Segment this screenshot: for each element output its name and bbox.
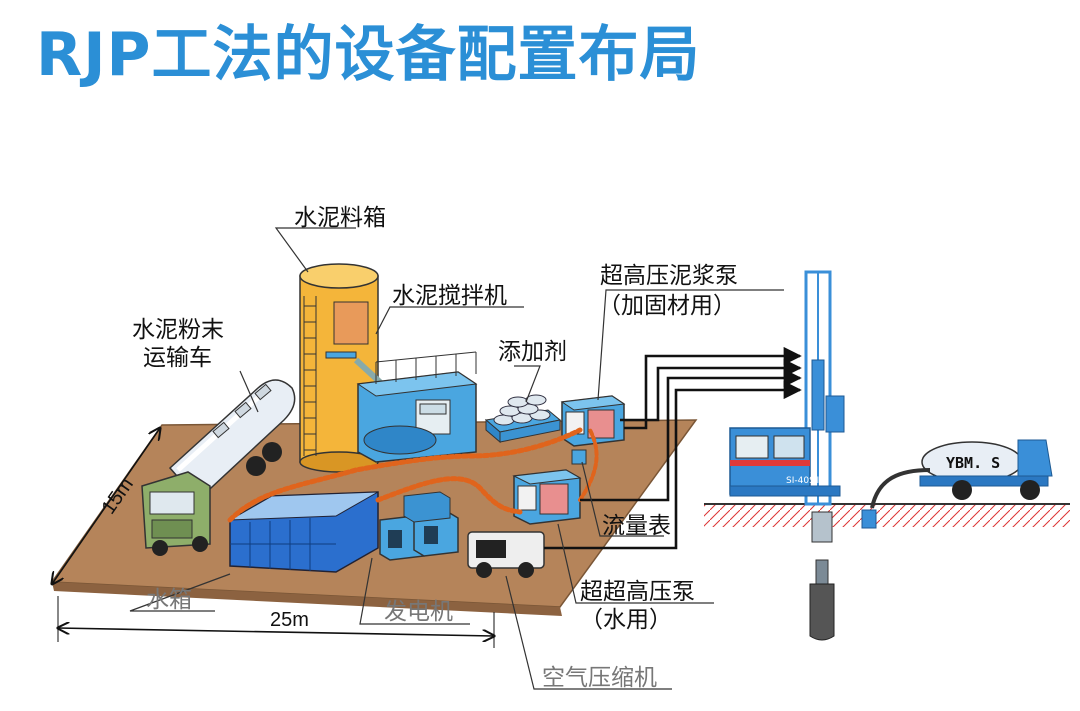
high-pressure-lines	[544, 346, 802, 550]
grout-hoses	[227, 427, 599, 523]
water-tank	[229, 491, 379, 573]
air-compressor	[467, 531, 545, 578]
label-generator: 发电机	[384, 599, 453, 625]
flow-meter	[571, 449, 587, 465]
rig-model-text: SI-40SⅢ	[786, 476, 821, 486]
ground-section	[704, 503, 1070, 527]
dimension-15m	[52, 428, 160, 584]
ultra-ultra-high-pressure-water-pump	[512, 469, 582, 525]
label-cement-mixer: 水泥搅拌机	[392, 283, 507, 309]
label-additive: 添加剂	[498, 339, 567, 365]
label-water-pump-line1: 超超高压泵	[580, 579, 695, 605]
label-cement-truck-line2: 运输车	[143, 345, 212, 371]
generator-units	[379, 491, 459, 561]
label-water-tank: 水箱	[146, 587, 192, 613]
length-dimension-label: 25m	[270, 609, 309, 631]
drilling-rig: SI-40SⅢ	[729, 270, 877, 641]
leader-lines	[129, 227, 784, 690]
label-mud-pump-line1: 超高压泥浆泵	[600, 263, 738, 289]
page-title: RJP工法的设备配置布局	[36, 20, 701, 90]
label-cement-truck-line1: 水泥粉末	[132, 317, 224, 343]
cement-powder-truck	[141, 379, 296, 556]
additive-bags	[484, 394, 562, 444]
label-cement-silo: 水泥料箱	[294, 205, 386, 231]
dimension-25m	[58, 596, 494, 648]
label-flow-meter: 流量表	[602, 513, 671, 539]
tanker-logo-text: YBM. S	[946, 454, 1000, 472]
label-air-compressor: 空气压缩机	[542, 665, 657, 691]
tanker-truck: YBM. S	[870, 439, 1053, 509]
cement-mixer-unit	[356, 351, 478, 463]
label-mud-pump-line2: （加固材用）	[598, 293, 736, 319]
label-water-pump-line2: （水用）	[580, 607, 672, 633]
